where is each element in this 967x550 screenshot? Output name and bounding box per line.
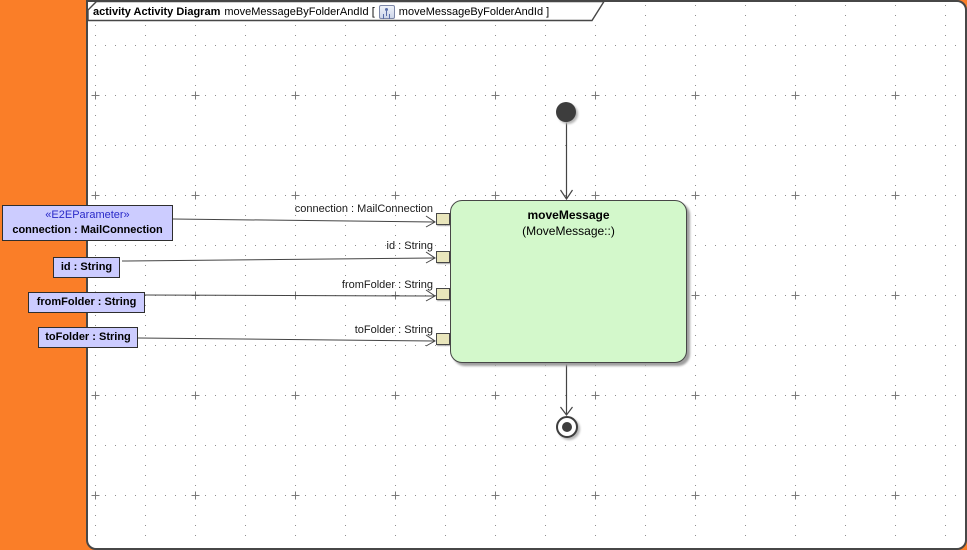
parameter-name: toFolder : String [45,331,131,343]
activity-final-node[interactable] [556,416,578,438]
object-flow-label-id: id : String [386,240,433,252]
frame-header: activity Activity Diagram moveMessageByF… [93,4,549,19]
parameter-name: fromFolder : String [36,296,137,308]
input-pin-toFolder[interactable] [436,333,450,345]
parameter-name: id : String [60,261,113,273]
parameter-node-connection[interactable]: «E2EParameter» connection : MailConnecti… [2,205,173,241]
parameter-stereotype: «E2EParameter» [45,209,130,221]
action-behavior: (MoveMessage::) [522,224,615,238]
diagram-frame[interactable] [86,0,967,550]
parameter-node-id[interactable]: id : String [53,257,120,278]
action-node-moveMessage[interactable]: moveMessage (MoveMessage::) [450,200,687,363]
frame-header-diagram-ref: moveMessageByFolderAndId ] [398,5,550,18]
initial-node[interactable] [556,102,576,122]
action-name: moveMessage [527,208,610,222]
activity-diagram-icon [378,4,395,19]
parameter-node-toFolder[interactable]: toFolder : String [38,327,138,348]
input-pin-id[interactable] [436,251,450,263]
object-flow-label-fromFolder: fromFolder : String [341,279,433,291]
object-flow-label-connection: connection : MailConnection [294,203,433,215]
frame-header-keyword: activity Activity Diagram [93,5,221,18]
activity-final-inner-dot [562,422,572,432]
input-pin-connection[interactable] [436,213,450,225]
parameter-node-fromFolder[interactable]: fromFolder : String [28,292,145,313]
frame-header-diagram-name: moveMessageByFolderAndId [ [224,5,375,18]
object-flow-label-toFolder: toFolder : String [354,324,433,336]
input-pin-fromFolder[interactable] [436,288,450,300]
parameter-name: connection : MailConnection [12,224,163,236]
